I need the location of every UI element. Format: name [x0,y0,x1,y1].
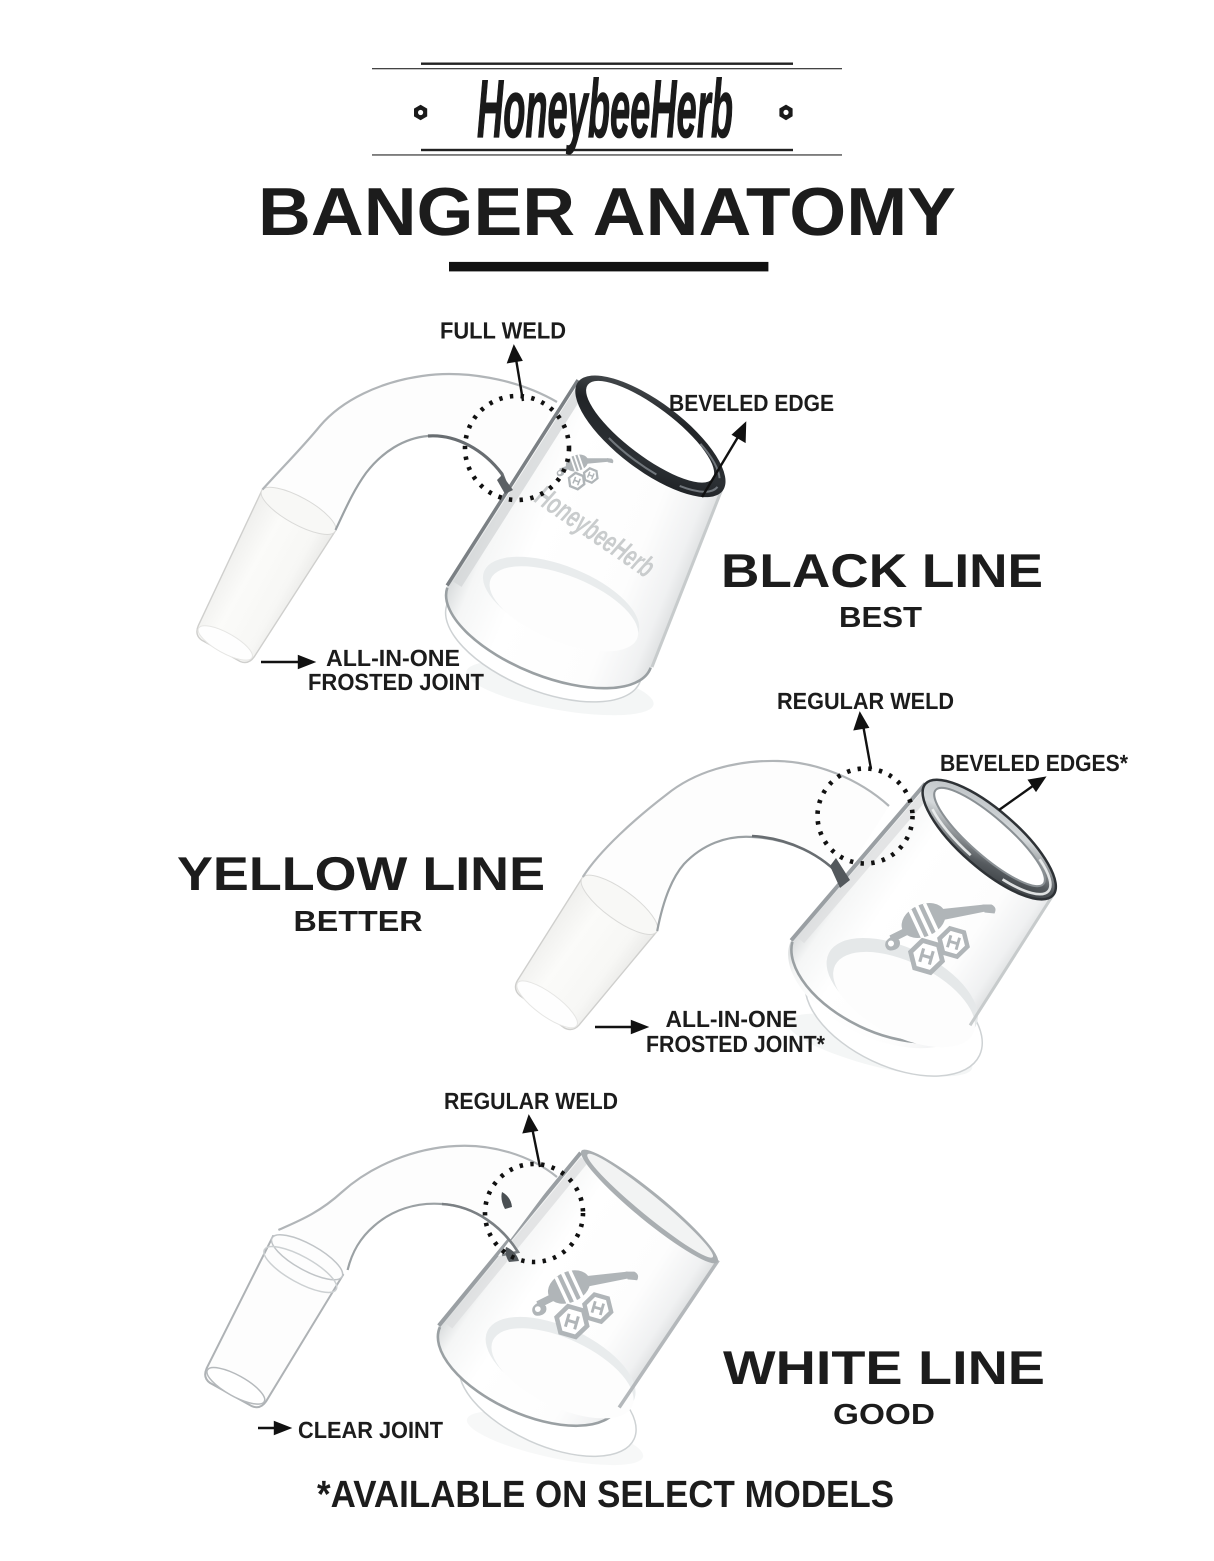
svg-text:FULL WELD: FULL WELD [440,318,566,344]
svg-text:YELLOW LINE: YELLOW LINE [177,848,545,901]
svg-text:GOOD: GOOD [833,1399,935,1431]
svg-text:FROSTED JOINT: FROSTED JOINT [308,669,485,695]
svg-text:BEVELED EDGES*: BEVELED EDGES* [940,750,1129,776]
svg-text:BEVELED EDGE: BEVELED EDGE [669,390,834,416]
svg-text:HoneybeeHerb: HoneybeeHerb [477,64,733,155]
svg-text:*AVAILABLE ON SELECT MODELS: *AVAILABLE ON SELECT MODELS [317,1474,894,1516]
svg-text:BETTER: BETTER [294,906,423,938]
svg-text:REGULAR WELD: REGULAR WELD [777,688,954,714]
svg-text:REGULAR WELD: REGULAR WELD [444,1088,618,1114]
svg-text:BEST: BEST [839,602,922,634]
svg-text:WHITE LINE: WHITE LINE [723,1342,1045,1395]
svg-text:CLEAR JOINT: CLEAR JOINT [298,1417,444,1443]
svg-text:ALL-IN-ONE: ALL-IN-ONE [326,645,460,671]
svg-text:BANGER ANATOMY: BANGER ANATOMY [258,174,956,250]
svg-text:FROSTED JOINT*: FROSTED JOINT* [646,1031,826,1057]
svg-text:ALL-IN-ONE: ALL-IN-ONE [666,1006,798,1032]
svg-text:BLACK LINE: BLACK LINE [721,545,1043,598]
